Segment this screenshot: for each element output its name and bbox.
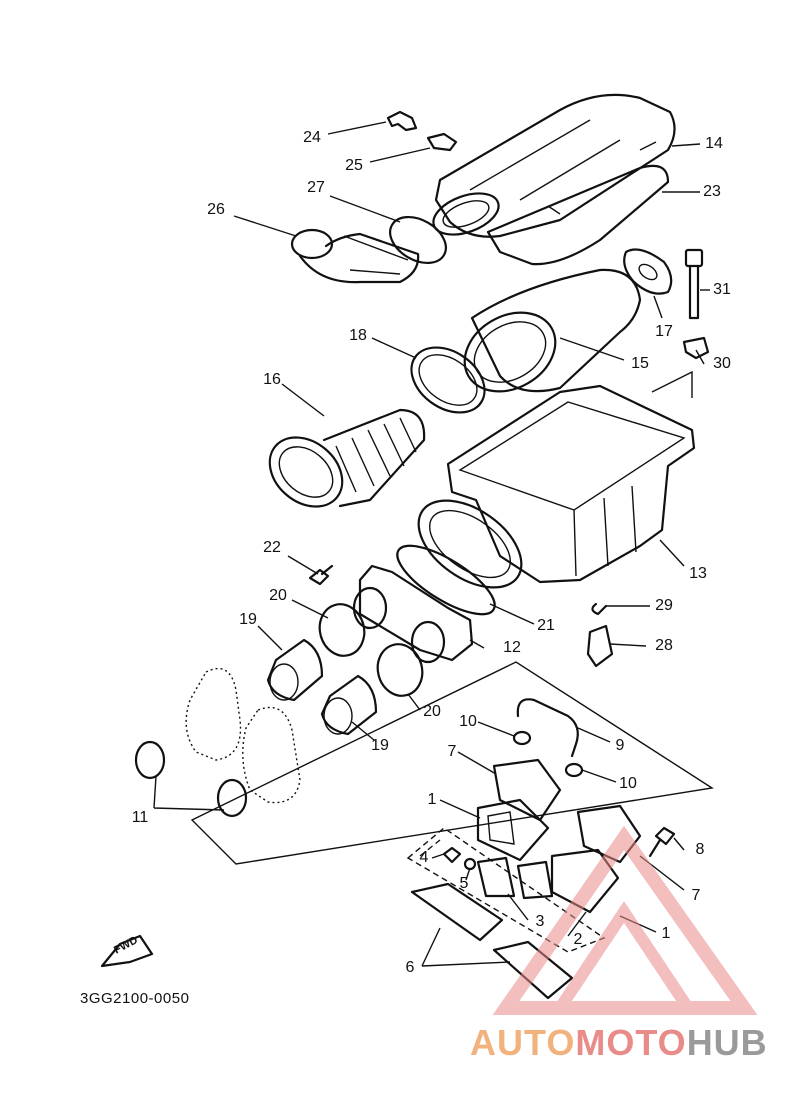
part-11-clamp-upper bbox=[134, 740, 166, 780]
diagram-code: 3GG2100-0050 bbox=[80, 990, 190, 1007]
part-20-band-lower bbox=[376, 643, 424, 697]
callout-19-lower: 19 bbox=[371, 737, 389, 754]
part-20-band-upper bbox=[318, 603, 366, 657]
callout-29: 29 bbox=[655, 597, 673, 614]
part-15-element bbox=[463, 268, 642, 393]
watermark-logo bbox=[492, 825, 758, 1015]
callout-31: 31 bbox=[713, 281, 731, 298]
callout-10-lower: 10 bbox=[619, 775, 637, 792]
callout-26: 26 bbox=[207, 201, 225, 218]
part-9-hose bbox=[516, 698, 579, 758]
group-outline bbox=[190, 661, 714, 865]
callout-20-upper: 20 bbox=[269, 587, 287, 604]
callout-2: 2 bbox=[573, 931, 583, 948]
watermark-text: AUTOMOTOHUB bbox=[470, 1022, 768, 1064]
callout-5: 5 bbox=[459, 875, 469, 892]
part-2-reed-valve bbox=[550, 848, 620, 914]
part-8-bolt bbox=[648, 826, 676, 858]
part-28-cap bbox=[586, 624, 614, 668]
callout-13: 13 bbox=[689, 565, 707, 582]
callout-30: 30 bbox=[713, 355, 731, 372]
part-16-guide bbox=[268, 408, 426, 508]
callout-8: 8 bbox=[695, 841, 705, 858]
leader-lines bbox=[153, 121, 710, 967]
callout-16: 16 bbox=[263, 371, 281, 388]
callout-22: 22 bbox=[263, 539, 281, 556]
part-19-joint-lower bbox=[320, 674, 378, 736]
part-27-band bbox=[389, 215, 447, 265]
callout-4: 4 bbox=[419, 849, 429, 866]
callout-9: 9 bbox=[615, 737, 625, 754]
callout-25: 25 bbox=[345, 157, 363, 174]
callout-20-lower: 20 bbox=[423, 703, 441, 720]
carburetor-outline bbox=[185, 667, 301, 804]
callout-15: 15 bbox=[631, 355, 649, 372]
part-1-reed-valve bbox=[476, 798, 550, 862]
part-29-clip bbox=[591, 602, 608, 616]
part-3-stopper bbox=[476, 856, 554, 900]
callout-18: 18 bbox=[349, 327, 367, 344]
part-17-plate bbox=[623, 248, 673, 295]
callout-12: 12 bbox=[503, 639, 521, 656]
watermark-part-1: AUTO bbox=[470, 1022, 576, 1063]
part-12-manifold bbox=[352, 564, 474, 664]
callout-27: 27 bbox=[307, 179, 325, 196]
watermark-part-2: MOTO bbox=[575, 1022, 687, 1063]
part-23-gasket bbox=[486, 164, 670, 266]
part-21-o-ring bbox=[396, 544, 496, 616]
part-10-clip-lower bbox=[564, 762, 584, 778]
part-11-clamp-lower bbox=[216, 778, 248, 818]
callout-11: 11 bbox=[131, 809, 149, 826]
callout-1-lower: 1 bbox=[661, 925, 671, 942]
part-4-screw bbox=[442, 846, 462, 864]
part-30-grommet bbox=[682, 336, 710, 360]
part-6-gasket-upper bbox=[410, 882, 504, 942]
watermark-part-3: HUB bbox=[686, 1022, 768, 1063]
part-13-case bbox=[417, 384, 696, 589]
callout-17: 17 bbox=[655, 323, 673, 340]
callout-10-upper: 10 bbox=[459, 713, 477, 730]
callout-21: 21 bbox=[537, 617, 555, 634]
part-10-clip-upper bbox=[512, 730, 532, 746]
callout-28: 28 bbox=[655, 637, 673, 654]
part-22-screw bbox=[308, 564, 334, 586]
part-5-washer bbox=[463, 857, 477, 871]
callout-6: 6 bbox=[405, 959, 415, 976]
callout-7-upper: 7 bbox=[447, 743, 457, 760]
part-7-reed-upper bbox=[492, 758, 562, 822]
callout-1-upper: 1 bbox=[427, 791, 437, 808]
part-26-joint bbox=[290, 228, 420, 284]
callout-7-lower: 7 bbox=[691, 887, 701, 904]
part-31-bolt bbox=[684, 248, 704, 320]
callout-14: 14 bbox=[705, 135, 723, 152]
callout-24: 24 bbox=[303, 129, 321, 146]
part-19-joint-upper bbox=[266, 638, 324, 702]
part-25-clip bbox=[426, 132, 458, 152]
fwd-arrow-icon bbox=[100, 934, 154, 968]
callout-19-upper: 19 bbox=[239, 611, 257, 628]
part-24-clip bbox=[386, 110, 418, 132]
callout-3: 3 bbox=[535, 913, 545, 930]
callout-23: 23 bbox=[703, 183, 721, 200]
